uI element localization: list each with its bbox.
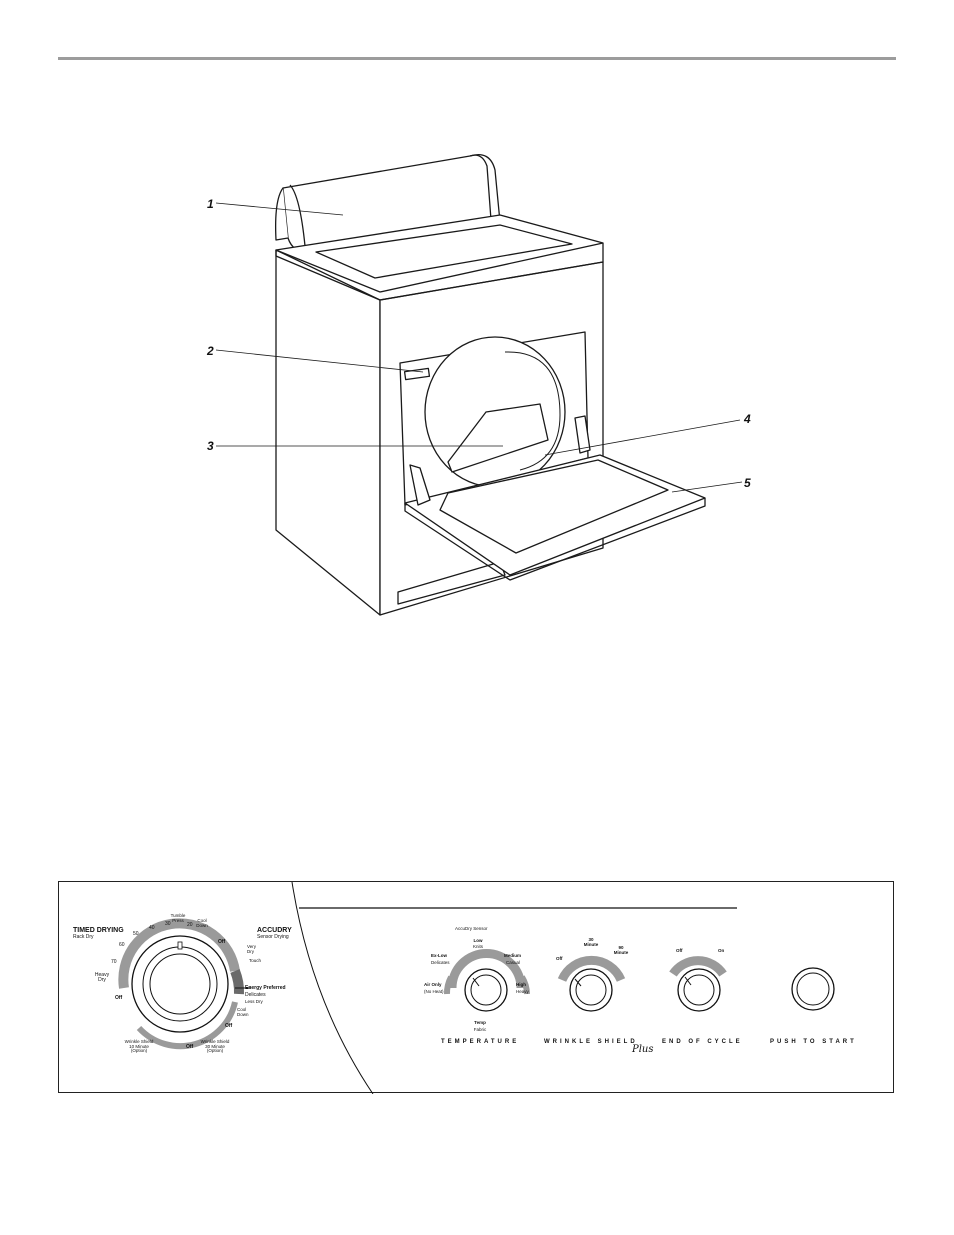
cabinet-side (275, 249, 381, 616)
energy-preferred-label: Energy Preferred (245, 985, 286, 991)
timed-drying-title: TIMED DRYING (73, 927, 124, 934)
temperature-knob-graphic (444, 949, 530, 1012)
temp-knits-label: Knits (472, 944, 484, 949)
accudry-sensor-label: AccuDry Sensor (455, 926, 488, 931)
temp-fabric-label: Fabric (473, 1027, 487, 1032)
push-to-start-graphic (791, 967, 835, 1011)
temp-high-label: High (516, 982, 526, 987)
lint-screen (447, 403, 549, 473)
temp-low-label: Low (473, 938, 483, 943)
off-label-left: Off (115, 995, 123, 1001)
callout-1: 1 (207, 197, 214, 211)
ws-off-label: Off (556, 956, 563, 961)
control-panel: TIMED DRYING Rack Dry 70 60 50 40 30 20 … (58, 881, 894, 1094)
push-to-start-button[interactable] (792, 968, 834, 1010)
minutes-70: 70 (111, 959, 117, 965)
temp-casual-label: Casual (506, 960, 521, 965)
callout-5: 5 (744, 476, 751, 490)
temp-no-heat-label: (No Heat) (424, 989, 444, 994)
wrinkle-shield-label: WRINKLE SHIELD (544, 1039, 638, 1045)
temp-air-only-label: Air Only (424, 982, 442, 987)
wrinkle-shield-knob[interactable] (570, 969, 612, 1011)
accudry-title: ACCUDRY (257, 927, 292, 934)
temperature-label: TEMPERATURE (441, 1039, 520, 1045)
callout-4: 4 (744, 412, 751, 426)
dryer-illustration (215, 153, 743, 616)
timed-drying-subtitle: Rack Dry (73, 934, 94, 940)
minutes-40: 40 (149, 925, 155, 931)
cycle-knob-graphic (118, 918, 251, 1050)
end-of-cycle-knob-graphic (669, 956, 727, 1012)
touch-label: Touch (249, 958, 262, 963)
wrinkle-shield-plus-label: Plus (632, 1044, 654, 1055)
push-to-start-label: PUSH TO START (770, 1039, 857, 1045)
temp-temp-label: Temp (474, 1020, 486, 1025)
minutes-60: 60 (119, 942, 125, 948)
top-rule (58, 57, 896, 60)
off-label-bottom: Off (186, 1044, 194, 1050)
minutes-50: 50 (133, 931, 139, 937)
wrinkle-shield-knob-graphic (557, 955, 626, 1012)
off-label-top: Off (218, 939, 226, 945)
callout-3: 3 (207, 439, 214, 453)
temp-ex-low-label: Ex-Low (431, 953, 448, 958)
eoc-off-label: Off (676, 948, 683, 953)
temp-medium-label: Medium (504, 953, 522, 958)
temp-heavy-label: Heavy (516, 989, 529, 994)
eoc-on-label: On (718, 948, 725, 953)
temp-delicates-label: Delicates (431, 960, 450, 965)
off-label-right: Off (225, 1023, 233, 1029)
less-dry-label: Less Dry (245, 999, 263, 1004)
end-of-cycle-label: END OF CYCLE (662, 1039, 743, 1045)
cycle-selector-knob[interactable] (132, 936, 228, 1032)
temperature-knob[interactable] (465, 969, 507, 1011)
accudry-delicates-label: Delicates (245, 992, 266, 998)
callout-2: 2 (207, 344, 214, 358)
panel-graphics (118, 882, 835, 1094)
minutes-30: 30 (165, 921, 171, 927)
accudry-subtitle: Sensor Drying (257, 934, 289, 940)
end-of-cycle-knob[interactable] (678, 969, 720, 1011)
minutes-20: 20 (187, 922, 193, 928)
